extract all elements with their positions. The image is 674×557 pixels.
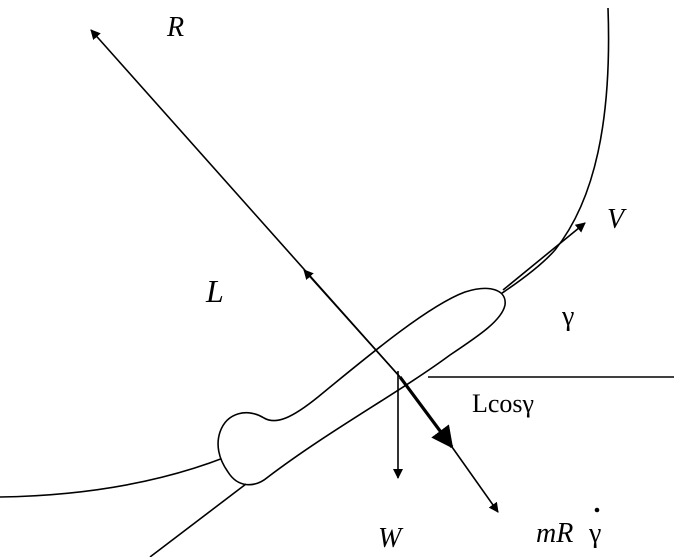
label-lcos-gamma: Lcosγ [472, 389, 534, 418]
label-gamma: γ [561, 301, 574, 332]
centripetal-arrow [398, 376, 454, 449]
mr-gamma-dot-arrow [451, 446, 499, 513]
label-gamma-dot: γ [588, 518, 601, 549]
label-mR: mR [536, 518, 573, 549]
label-R: R [166, 12, 184, 43]
aircraft-body [217, 287, 506, 486]
gamma-dot-marker [594, 507, 600, 513]
label-L: L [205, 273, 224, 309]
velocity-arrow-V [502, 222, 586, 291]
tail-line [149, 483, 247, 557]
label-W: W [378, 523, 404, 554]
lift-arrow-L [303, 269, 401, 378]
label-V: V [607, 204, 627, 235]
